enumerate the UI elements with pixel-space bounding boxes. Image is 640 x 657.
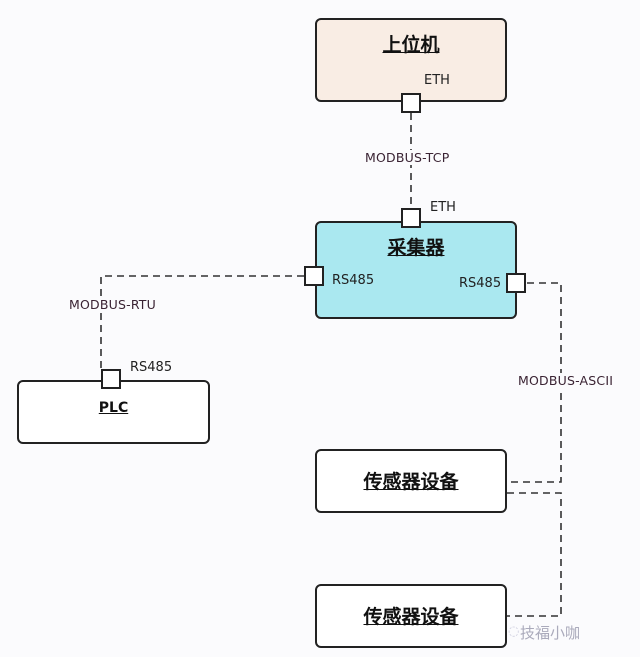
plc-node[interactable]: PLC [17,380,210,444]
modbus-ascii-label: MODBUS-ASCII [517,373,615,388]
collector-rs485-left-port[interactable] [304,266,324,286]
plc-rs485-label: RS485 [130,360,173,375]
link-sensor1-sensor2 [507,492,562,617]
collector-title: 采集器 [387,237,445,259]
plc-rs485-port[interactable] [101,369,121,389]
collector-rs485-right-label: RS485 [459,276,502,291]
link-collector-plc [100,275,304,370]
host-node[interactable]: 上位机 [315,18,507,102]
modbus-rtu-label: MODBUS-RTU [68,297,157,312]
collector-eth-label: ETH [430,200,456,215]
sensor-2-title: 传感器设备 [363,606,459,628]
collector-rs485-right-port[interactable] [506,273,526,293]
collector-eth-port[interactable] [401,208,421,228]
host-eth-port[interactable] [401,93,421,113]
sensor-node-2[interactable]: 传感器设备 [315,584,507,648]
sensor-1-title: 传感器设备 [363,471,459,493]
watermark-text: 技福小咖 [520,624,581,642]
sensor-node-1[interactable]: 传感器设备 [315,449,507,513]
collector-rs485-left-label: RS485 [332,273,375,288]
host-eth-label: ETH [424,73,450,88]
wechat-icon: ◌ [508,624,520,639]
collector-node[interactable]: 采集器 [315,221,517,319]
plc-title: PLC [98,400,129,416]
modbus-tcp-label: MODBUS-TCP [364,150,451,165]
host-title: 上位机 [382,34,440,56]
